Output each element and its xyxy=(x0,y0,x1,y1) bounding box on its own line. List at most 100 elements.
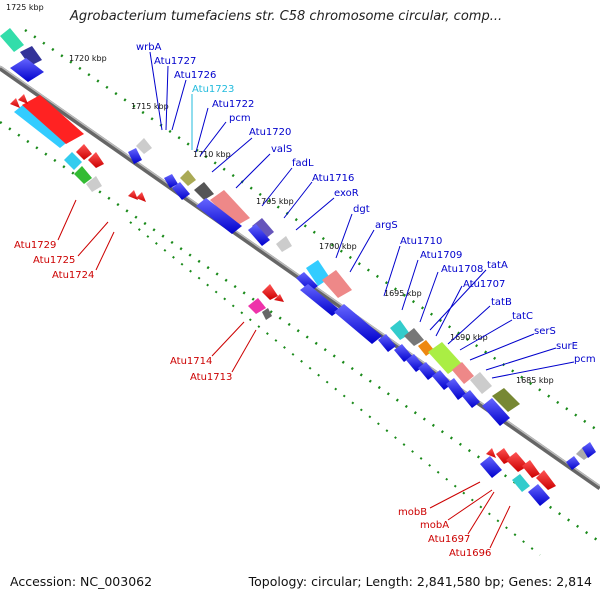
gene-arrow xyxy=(506,452,528,472)
gene-arrow xyxy=(136,192,146,202)
gene-arrow xyxy=(522,460,540,478)
kbp-tick: 1690 kbp xyxy=(450,333,488,342)
gene-arrow xyxy=(378,334,396,352)
gene-label[interactable]: argS xyxy=(375,220,398,231)
label-leaders-top xyxy=(149,51,575,379)
gene-labels-bottom: Atu1729 Atu1725 Atu1724 Atu1714 Atu1713 … xyxy=(14,240,491,559)
kbp-tick: 1725 kbp xyxy=(6,3,44,12)
gene-label[interactable]: Atu1696 xyxy=(449,548,491,559)
gene-arrow xyxy=(296,272,318,292)
kbp-tick: 1720 kbp xyxy=(69,54,107,63)
gene-label[interactable]: pcm xyxy=(229,113,251,124)
gene-arrow xyxy=(274,294,284,302)
gene-block xyxy=(14,104,70,148)
gene-block xyxy=(248,298,266,314)
gene-arrow xyxy=(88,152,104,168)
gene-arrow xyxy=(536,470,556,490)
accession-text: Accession: NC_003062 xyxy=(10,574,153,589)
gene-label[interactable]: Atu1727 xyxy=(154,56,196,67)
gene-block xyxy=(276,236,292,252)
gene-arrow xyxy=(566,456,580,470)
gene-label[interactable]: Atu1716 xyxy=(312,173,354,184)
gene-arrow xyxy=(462,390,480,408)
gene-label[interactable]: Atu1708 xyxy=(441,264,483,275)
gene-label[interactable]: Atu1724 xyxy=(52,270,94,281)
gene-arrow xyxy=(394,344,412,362)
gene-label[interactable]: exoR xyxy=(334,188,359,199)
gene-label[interactable]: Atu1723 xyxy=(192,84,234,95)
gene-label[interactable]: fadL xyxy=(292,158,314,169)
topology-summary: Topology: circular; Length: 2,841,580 bp… xyxy=(248,574,592,589)
gene-arrow xyxy=(300,284,340,316)
gene-arrow xyxy=(528,484,550,506)
gene-block xyxy=(322,270,352,298)
gene-label[interactable]: pcm xyxy=(574,354,596,365)
gene-block xyxy=(262,308,272,320)
gene-labels-top: wrbA Atu1727 Atu1726 Atu1723 Atu1722 pcm… xyxy=(136,42,596,365)
gene-label[interactable]: surE xyxy=(556,341,578,352)
gene-arrow xyxy=(262,284,278,300)
gene-block xyxy=(194,182,214,200)
gene-label[interactable]: Atu1709 xyxy=(420,250,462,261)
gene-label[interactable]: mobB xyxy=(398,507,427,518)
gene-block xyxy=(252,218,274,240)
gene-arrow xyxy=(128,148,142,164)
gene-label[interactable]: Atu1720 xyxy=(249,127,291,138)
gene-label[interactable]: wrbA xyxy=(136,42,162,53)
gene-label[interactable]: Atu1729 xyxy=(14,240,56,251)
gene-label[interactable]: valS xyxy=(271,144,292,155)
gene-block xyxy=(180,170,196,186)
gene-label[interactable]: tatA xyxy=(487,260,508,271)
gene-label[interactable]: Atu1722 xyxy=(212,99,254,110)
kbp-ticks: 1725 kbp 1720 kbp 1715 kbp 1710 kbp 1705… xyxy=(6,3,554,385)
gene-label[interactable]: Atu1714 xyxy=(170,356,212,367)
genes-upper xyxy=(0,28,592,492)
kbp-tick: 1695 kbp xyxy=(384,289,422,298)
gene-label[interactable]: serS xyxy=(534,326,556,337)
gene-arrow xyxy=(128,190,138,200)
gene-arrow xyxy=(10,98,20,108)
kbp-tick: 1710 kbp xyxy=(193,150,231,159)
map-title: Agrobacterium tumefaciens str. C58 chrom… xyxy=(70,9,503,24)
tick-track-inner xyxy=(0,120,600,544)
gene-arrow xyxy=(18,94,28,104)
gene-label[interactable]: tatB xyxy=(491,297,512,308)
kbp-tick: 1700 kbp xyxy=(319,242,357,251)
gene-arrow xyxy=(486,448,496,458)
tick-track-outer xyxy=(24,28,600,434)
gene-label[interactable]: Atu1725 xyxy=(33,255,75,266)
gene-block xyxy=(210,190,250,226)
gene-arrow xyxy=(10,58,44,82)
gene-block xyxy=(390,320,410,340)
label-leaders-bottom xyxy=(57,199,511,549)
gene-label[interactable]: tatC xyxy=(512,311,533,322)
gene-block xyxy=(64,152,82,170)
kbp-tick: 1685 kbp xyxy=(516,376,554,385)
gene-label[interactable]: Atu1707 xyxy=(463,279,505,290)
gene-arrow xyxy=(582,442,596,458)
gene-block xyxy=(74,166,92,184)
gene-block xyxy=(404,328,424,346)
genes-blue-arrows xyxy=(10,58,596,506)
gene-arrow xyxy=(334,304,382,344)
gene-block xyxy=(492,388,520,412)
gene-block xyxy=(428,342,462,374)
gene-arrow xyxy=(446,378,466,400)
gene-arrow xyxy=(172,182,190,200)
gene-arrow xyxy=(480,456,502,478)
gene-label[interactable]: mobA xyxy=(420,520,449,531)
gene-block xyxy=(22,95,84,144)
gene-block xyxy=(136,138,152,154)
gene-label[interactable]: dgt xyxy=(353,204,370,215)
tick-track-bottom xyxy=(129,221,541,556)
genes-red-arrows xyxy=(10,94,556,490)
gene-label[interactable]: Atu1710 xyxy=(400,236,442,247)
gene-label[interactable]: Atu1713 xyxy=(190,372,232,383)
gene-arrow xyxy=(164,174,178,188)
gene-label[interactable]: Atu1697 xyxy=(428,534,470,545)
gene-block xyxy=(512,474,530,492)
kbp-tick: 1715 kbp xyxy=(131,102,169,111)
gene-label[interactable]: Atu1726 xyxy=(174,70,216,81)
gene-arrow xyxy=(196,198,242,234)
